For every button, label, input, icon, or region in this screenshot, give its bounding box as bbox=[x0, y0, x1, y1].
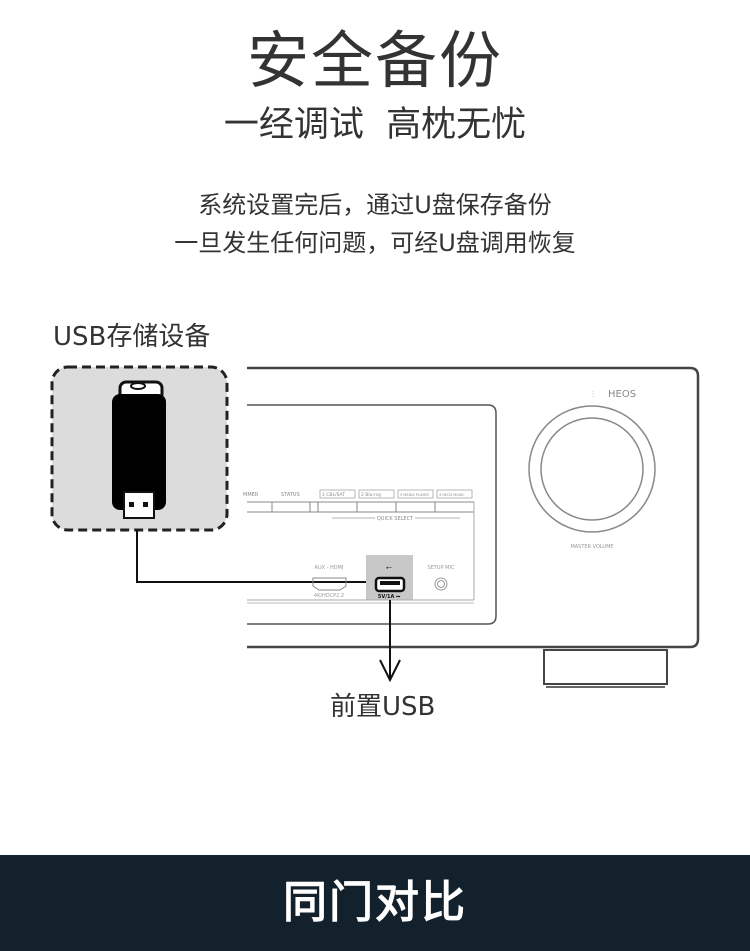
front-usb-label: 前置USB bbox=[330, 692, 436, 722]
quick-select-1: 1 CBL/SAT bbox=[322, 492, 345, 498]
quick-select-label: QUICK SELECT bbox=[377, 516, 414, 522]
quick-select-3: 3 MEDIA PLAYER bbox=[400, 493, 429, 497]
heos-icon: ⫶ bbox=[592, 389, 594, 400]
usb-rating: 5V/1A ⎓ bbox=[378, 594, 400, 600]
usb-cable bbox=[136, 530, 370, 583]
quick-select-4: 4 HEOS MUSIC bbox=[439, 493, 465, 497]
aux-hdmi-label: AUX - HDMI bbox=[315, 565, 344, 571]
av-receiver: MMER STATUS 1 CBL/SAT 2 Blu-ray 3 MEDIA … bbox=[243, 366, 700, 688]
arrow-down-icon bbox=[379, 600, 401, 683]
compare-banner: 同门对比 bbox=[0, 855, 750, 951]
description-line-2: 一旦发生任何问题，可经U盘调用恢复 bbox=[174, 229, 576, 257]
usb-device-label: USB存储设备 bbox=[53, 322, 211, 352]
heos-logo: HEOS bbox=[608, 389, 636, 400]
volume-knob bbox=[528, 405, 656, 533]
master-volume-label: MASTER VOLUME bbox=[570, 544, 613, 550]
setup-mic-label: SETUP MIC bbox=[428, 565, 455, 571]
page-title: 安全备份 bbox=[246, 24, 503, 97]
usb-stick-icon bbox=[112, 380, 166, 519]
page-subtitle: 一经调试 高枕无忧 bbox=[223, 105, 527, 145]
receiver-foot bbox=[543, 649, 668, 685]
usb-symbol-icon: ⭠ bbox=[386, 563, 393, 572]
quick-select-2: 2 Blu-ray bbox=[361, 492, 382, 498]
button-label: STATUS bbox=[281, 492, 300, 498]
button-label: MMER bbox=[243, 492, 259, 498]
description-line-1: 系统设置完后，通过U盘保存备份 bbox=[198, 191, 552, 219]
aux-hdmi-sublabel: 4K/HDCP2.2 bbox=[314, 593, 344, 599]
